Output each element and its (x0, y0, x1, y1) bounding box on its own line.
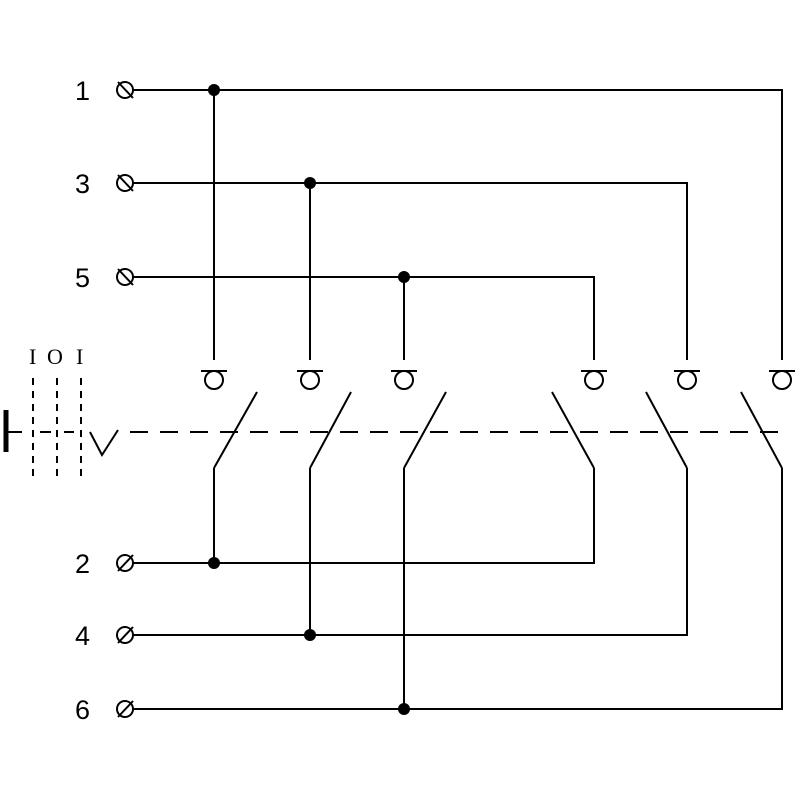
wire-terminal-6 (133, 468, 783, 710)
fixed-contact-6 (769, 370, 795, 390)
wire-terminal-1 (133, 89, 783, 360)
rotary-actuator-icon (3, 378, 119, 476)
fixed-contact-2 (297, 370, 323, 390)
junction-dot (208, 84, 220, 96)
wire-terminal-4 (133, 468, 688, 636)
switch-blade-1 (213, 391, 258, 469)
wire-terminal-5 (133, 276, 595, 360)
wire-terminal-2 (133, 468, 595, 564)
switch-blade-3 (403, 391, 447, 469)
switch-blade-4 (551, 391, 595, 469)
fixed-contact-5 (674, 370, 700, 390)
terminal-label-2: 2 (75, 549, 90, 579)
junction-dot (398, 703, 410, 715)
fixed-contact-4 (581, 370, 607, 390)
fixed-contact-1 (201, 370, 227, 390)
terminal-label-3: 3 (75, 169, 90, 199)
switch-blade-5 (645, 391, 688, 469)
terminal-label-5: 5 (75, 263, 90, 293)
fixed-contact-3 (391, 370, 417, 390)
wire-terminal-3 (133, 182, 688, 360)
terminal-label-1: 1 (75, 76, 90, 106)
terminal-screw-icon-5 (116, 268, 134, 286)
terminal-screw-icon-1 (116, 81, 134, 99)
switch-blade-6 (740, 391, 783, 469)
junction-dot (398, 271, 410, 283)
switch-blade-2 (309, 391, 352, 469)
junction-dot (304, 177, 316, 189)
position-label-left: I (29, 344, 39, 369)
terminal-label-6: 6 (75, 695, 90, 725)
junction-dot (208, 557, 220, 569)
position-label-middle: O (47, 344, 66, 369)
terminal-screw-icon-6 (116, 700, 134, 718)
terminal-label-4: 4 (75, 621, 90, 651)
terminal-screw-icon-4 (116, 626, 134, 644)
terminal-screw-icon-2 (116, 554, 134, 572)
position-label-right: I (76, 344, 86, 369)
terminal-screw-icon-3 (116, 174, 134, 192)
junction-dot (304, 629, 316, 641)
